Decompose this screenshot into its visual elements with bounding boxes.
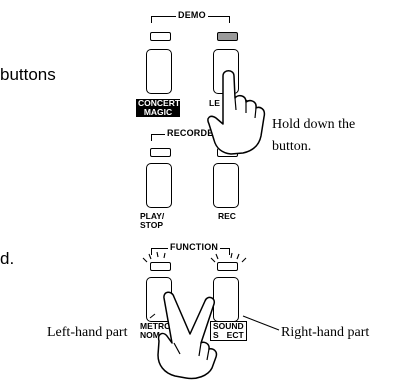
metronome-label: METRO- NOM — [140, 321, 174, 340]
rec-label: REC — [218, 211, 236, 221]
concert-magic-label: CONCERT MAGIC — [136, 98, 181, 117]
sound-select-led — [217, 262, 238, 271]
rec-button[interactable] — [213, 163, 239, 208]
play-stop-led — [150, 148, 171, 157]
function-group-label: FUNCTION — [168, 242, 221, 252]
flash-rays-icon — [142, 251, 247, 263]
body-text-fragment-buttons: buttons — [0, 65, 56, 84]
concert-magic-button[interactable] — [146, 49, 172, 94]
sound-select-button[interactable] — [213, 277, 239, 322]
hand-pressing-two-buttons-icon — [157, 291, 218, 380]
left-hand-leader-line — [149, 313, 156, 319]
lesson-led — [217, 32, 238, 41]
right-hand-part-label: Right-hand part — [281, 325, 370, 340]
hold-down-instruction: Hold down the button. — [272, 117, 356, 154]
recorder-group-label: RECORDE — [165, 128, 216, 138]
concert-magic-led — [150, 32, 171, 41]
hand-pressing-lesson-icon — [207, 70, 266, 155]
body-text-fragment-d: d. — [0, 249, 15, 268]
lesson-label-left: LE — [209, 98, 220, 108]
demo-group-label: DEMO — [176, 10, 208, 20]
right-hand-leader-line — [242, 315, 280, 331]
left-hand-part-label: Left-hand part — [47, 325, 128, 340]
metronome-led — [150, 262, 171, 271]
play-stop-button[interactable] — [146, 163, 172, 208]
play-stop-label: PLAY/ STOP — [140, 211, 165, 230]
